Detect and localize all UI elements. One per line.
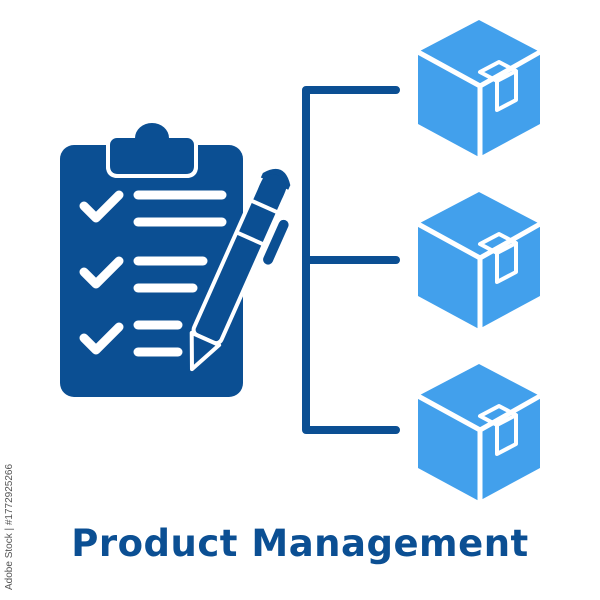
- clipboard-checklist-icon: [60, 123, 243, 397]
- pen-icon: [189, 168, 291, 372]
- check-icon-3: [79, 322, 124, 355]
- check-icon-2: [79, 256, 124, 289]
- bracket-tree-connector: [302, 86, 400, 434]
- package-box-icon-3: [418, 364, 540, 501]
- stock-watermark: Adobe Stock | #1772925266: [4, 463, 15, 590]
- page-title: Product Management: [71, 522, 529, 565]
- check-icon-1: [79, 190, 124, 223]
- package-box-icon-1: [418, 20, 540, 157]
- package-box-icon-2: [418, 192, 540, 329]
